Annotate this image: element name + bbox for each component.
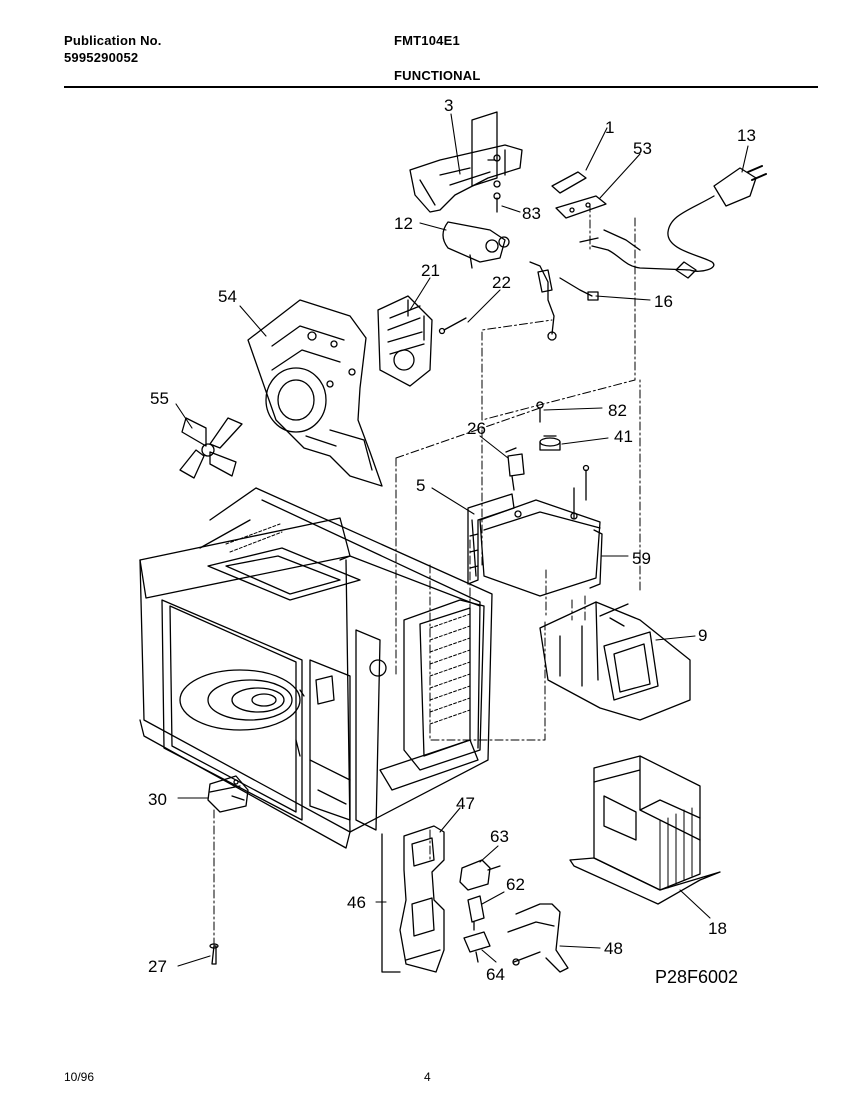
callout-12: 12 — [394, 214, 413, 233]
callout-30: 30 — [148, 790, 167, 809]
part-83-screw — [493, 192, 501, 213]
callout-55: 55 — [150, 389, 169, 408]
callout-46: 46 — [347, 893, 366, 912]
callout-82: 82 — [608, 401, 627, 420]
callout-3: 3 — [444, 96, 453, 115]
part-82-screw — [536, 401, 544, 423]
callout-63: 63 — [490, 827, 509, 846]
part-16-wire-harness — [529, 261, 599, 341]
cover-screws — [573, 464, 590, 519]
callout-1: 1 — [605, 118, 614, 137]
part-1-fuse — [551, 171, 587, 194]
publication-label: Publication No. — [64, 33, 162, 48]
footer-page-number: 4 — [424, 1070, 431, 1084]
callout-64: 64 — [486, 965, 505, 984]
part-12-capacitor — [442, 221, 510, 269]
callout-21: 21 — [421, 261, 440, 280]
part-54-fan-bracket — [247, 299, 383, 487]
part-64-switch — [463, 931, 491, 963]
part-9-magnetron — [539, 601, 691, 721]
callout-59: 59 — [632, 549, 651, 568]
callout-27: 27 — [148, 957, 167, 976]
part-59-cover — [479, 499, 603, 597]
callout-5: 5 — [416, 476, 425, 495]
part-18-transformer — [569, 755, 721, 905]
part-53-fuse-holder — [555, 195, 607, 219]
callout-18: 18 — [708, 919, 727, 938]
part-55-fan-blade — [179, 417, 243, 479]
part-41-thermostat — [539, 435, 561, 451]
cabinet-assembly — [139, 487, 493, 849]
cabinet-vent-holes — [225, 523, 471, 725]
section-title: FUNCTIONAL — [394, 68, 481, 83]
diagram-code: P28F6002 — [655, 967, 738, 987]
part-48-lever — [507, 903, 569, 973]
callout-16: 16 — [654, 292, 673, 311]
callout-62: 62 — [506, 875, 525, 894]
publication-number: 5995290052 — [64, 50, 139, 65]
callout-13: 13 — [737, 126, 756, 145]
callout-53: 53 — [633, 139, 652, 158]
header-rule — [64, 86, 818, 88]
callout-26: 26 — [467, 419, 486, 438]
footer-date: 10/96 — [64, 1070, 95, 1084]
callout-47: 47 — [456, 794, 475, 813]
callout-41: 41 — [614, 427, 633, 446]
part-30-turntable-motor — [207, 775, 249, 813]
part-63-switch — [459, 859, 501, 891]
part-13-power-cord — [579, 165, 767, 279]
part-26-diode — [505, 447, 525, 491]
part-27-screw — [209, 943, 219, 965]
leader-lines — [175, 113, 749, 967]
callout-54: 54 — [218, 287, 237, 306]
part-5-circuit-board — [467, 493, 515, 585]
model-number: FMT104E1 — [394, 33, 460, 48]
part-46-47-latch-board — [381, 825, 445, 973]
callout-48: 48 — [604, 939, 623, 958]
callout-83: 83 — [522, 204, 541, 223]
part-62-switch — [467, 895, 485, 931]
callout-22: 22 — [492, 273, 511, 292]
part-21-fan-motor — [377, 295, 433, 387]
part-22-screw — [438, 317, 467, 335]
part-3-bracket — [409, 111, 523, 213]
callout-9: 9 — [698, 626, 707, 645]
